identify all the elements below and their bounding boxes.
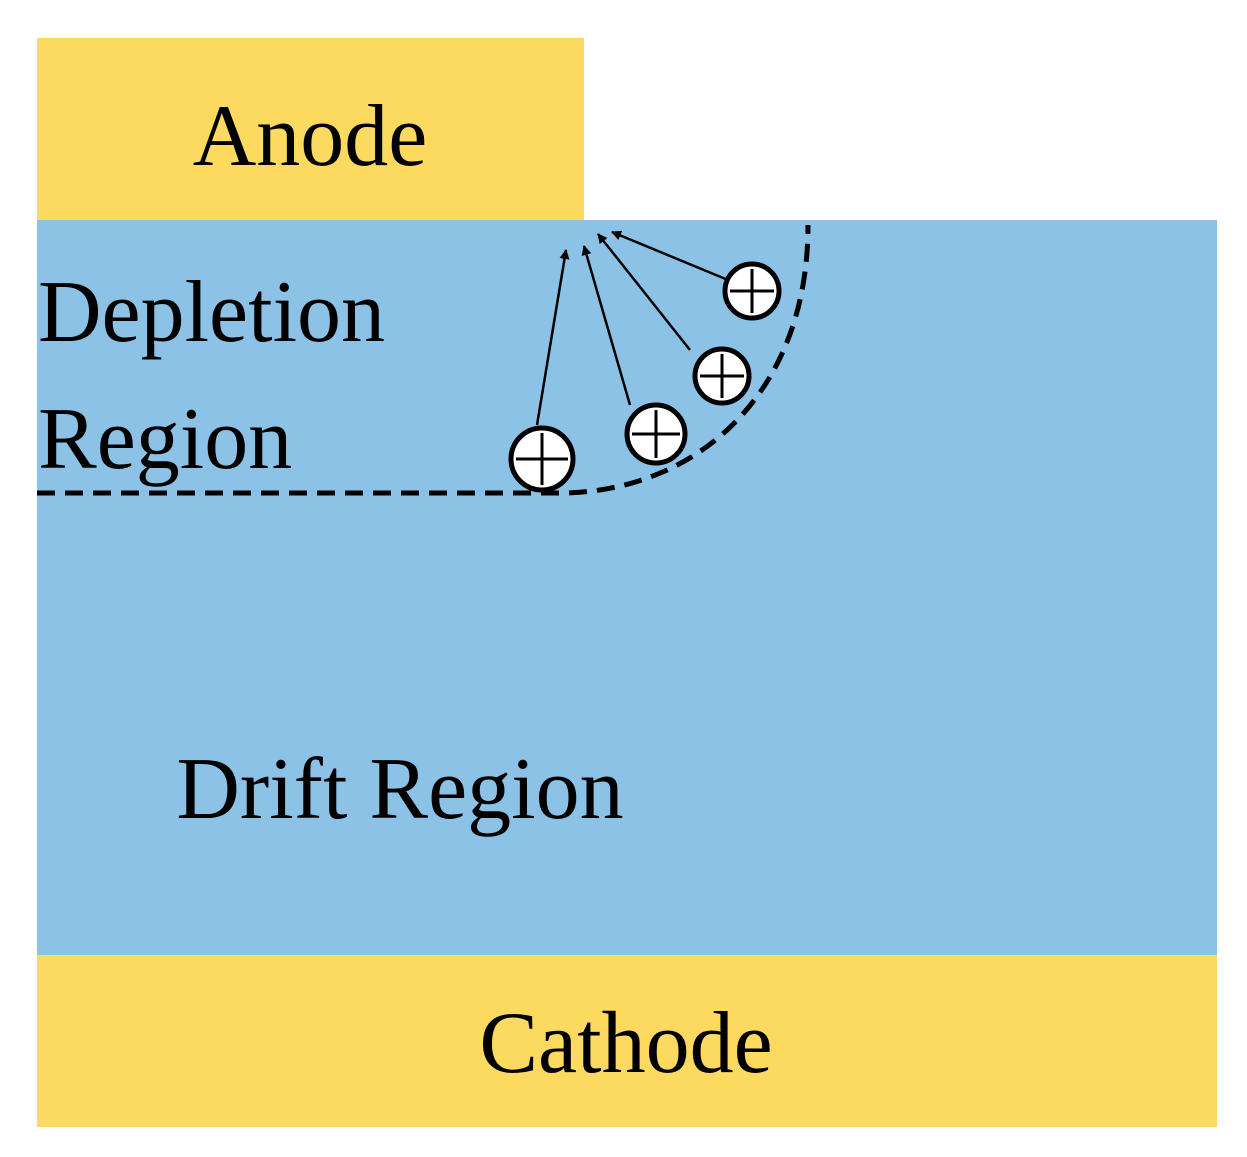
carrier-arrows [535, 230, 729, 426]
carrier-arrow-3 [597, 233, 691, 351]
anode-label: Anode [193, 88, 428, 185]
carrier-3 [692, 346, 752, 406]
cathode-label: Cathode [479, 995, 772, 1092]
carrier-1 [508, 425, 576, 493]
depletion-label-line2: Region [38, 391, 292, 488]
carrier-arrow-2 [581, 245, 632, 406]
depletion-boundary-line [37, 224, 811, 496]
depletion-label-line1: Depletion [38, 264, 385, 361]
carrier-arrow-4 [611, 230, 729, 282]
anode-electrode [37, 38, 584, 220]
carrier-4 [722, 261, 782, 321]
cathode-electrode [37, 955, 1217, 1127]
carrier-2 [624, 402, 688, 466]
drift-region-body [37, 220, 1217, 955]
carrier-arrow-1 [535, 249, 570, 426]
drift-region-label: Drift Region [176, 741, 623, 838]
